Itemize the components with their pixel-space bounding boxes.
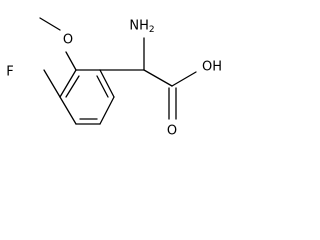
bond-carbon-fluorine xyxy=(43,69,61,98)
ring-double-bond-g-a xyxy=(96,75,109,98)
bond-alpha-carbon-carboxyl xyxy=(143,69,173,87)
carbonyl-oxygen-label: O xyxy=(167,124,177,139)
bond-methoxy-methyl xyxy=(39,17,61,31)
ring-bond-e-g xyxy=(99,96,115,125)
fluorine-label: F xyxy=(6,65,13,80)
amine-label: NH2 xyxy=(129,19,154,36)
methoxy-oxygen-label: O xyxy=(63,33,73,48)
ring-double-bond-b-c xyxy=(65,75,80,98)
ring-bond-g-a xyxy=(99,69,115,98)
hydroxyl-label: OH xyxy=(202,60,222,75)
amine-subscript: 2 xyxy=(149,25,155,35)
ring-bond-b-c xyxy=(59,69,77,98)
bond-carbon-methoxy-oxygen xyxy=(65,51,77,71)
ring-bond-c-d xyxy=(59,96,77,125)
bond-carboxyl-hydroxyl xyxy=(171,71,197,87)
